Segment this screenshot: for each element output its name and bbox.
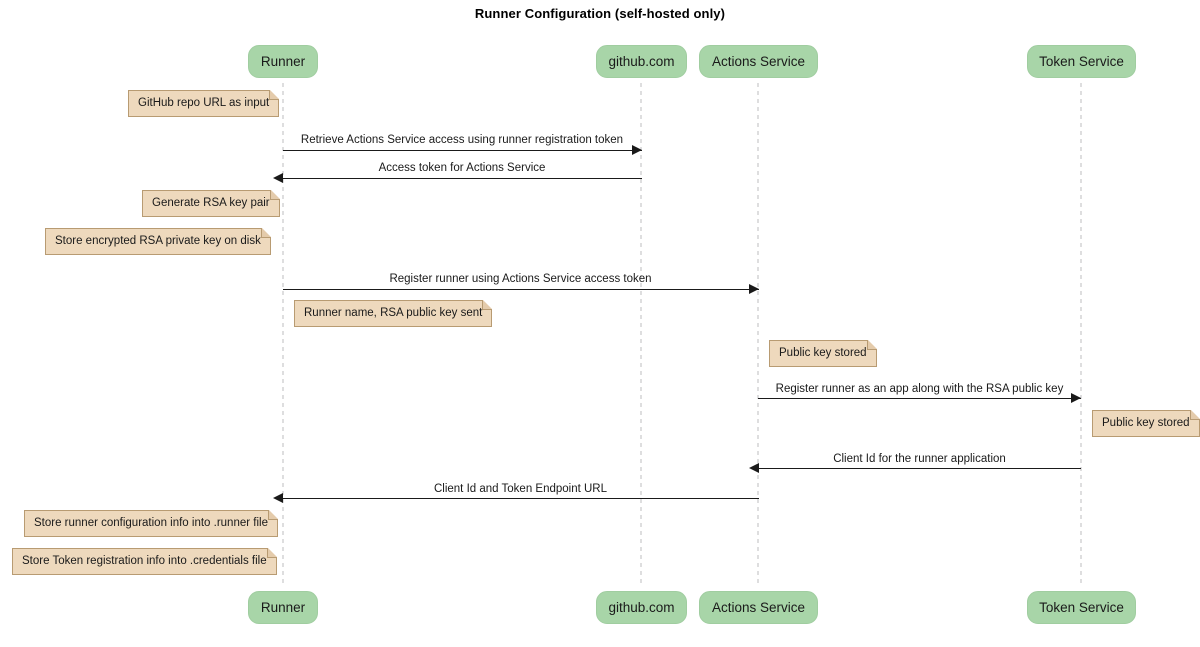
note-store-token-registration: Store Token registration info into .cred… — [12, 547, 277, 575]
message-label-5: Client Id for the runner application — [833, 453, 1006, 465]
note-runner-name-pubkey: Runner name, RSA public key sent — [294, 299, 493, 327]
message-label-1: Retrieve Actions Service access using ru… — [300, 134, 624, 146]
note-fold-icon — [482, 299, 493, 310]
message-label-2: Access token for Actions Service — [378, 162, 546, 174]
lifeline-actions — [757, 83, 759, 586]
message-line-1 — [283, 150, 642, 151]
participant-actions-bottom[interactable]: Actions Service — [699, 591, 818, 624]
message-label-6: Client Id and Token Endpoint URL — [433, 483, 608, 495]
arrowhead-left-2 — [273, 173, 283, 183]
arrowhead-right-4 — [1071, 393, 1081, 403]
participant-token-top[interactable]: Token Service — [1027, 45, 1136, 78]
lifeline-token — [1080, 83, 1082, 586]
note-store-encrypted-rsa: Store encrypted RSA private key on disk — [45, 227, 271, 255]
participant-github-bottom[interactable]: github.com — [596, 591, 687, 624]
participant-actions-top[interactable]: Actions Service — [699, 45, 818, 78]
note-github-repo-url: GitHub repo URL as input — [128, 89, 280, 117]
note-fold-icon — [267, 509, 278, 520]
message-line-4 — [758, 398, 1081, 399]
note-fold-icon — [1189, 409, 1200, 420]
participant-runner-top[interactable]: Runner — [248, 45, 318, 78]
message-line-3 — [283, 289, 759, 290]
participant-token-bottom[interactable]: Token Service — [1027, 591, 1136, 624]
note-public-key-stored-2: Public key stored — [1092, 409, 1200, 437]
diagram-title: Runner Configuration (self-hosted only) — [474, 6, 726, 21]
lifeline-github — [640, 83, 642, 586]
message-line-5 — [758, 468, 1081, 469]
note-fold-icon — [260, 227, 271, 238]
participant-github-top[interactable]: github.com — [596, 45, 687, 78]
note-fold-icon — [269, 89, 280, 100]
message-label-3: Register runner using Actions Service ac… — [389, 273, 652, 285]
message-line-6 — [283, 498, 759, 499]
arrowhead-left-5 — [749, 463, 759, 473]
note-fold-icon — [866, 339, 877, 350]
note-public-key-stored-1: Public key stored — [769, 339, 877, 367]
note-generate-rsa-key: Generate RSA key pair — [142, 189, 280, 217]
message-label-4: Register runner as an app along with the… — [775, 383, 1064, 395]
note-store-runner-config: Store runner configuration info into .ru… — [24, 509, 278, 537]
lifeline-runner — [282, 83, 284, 586]
message-line-2 — [283, 178, 642, 179]
arrowhead-left-6 — [273, 493, 283, 503]
note-fold-icon — [269, 189, 280, 200]
arrowhead-right-1 — [632, 145, 642, 155]
participant-runner-bottom[interactable]: Runner — [248, 591, 318, 624]
note-fold-icon — [266, 547, 277, 558]
arrowhead-right-3 — [749, 284, 759, 294]
